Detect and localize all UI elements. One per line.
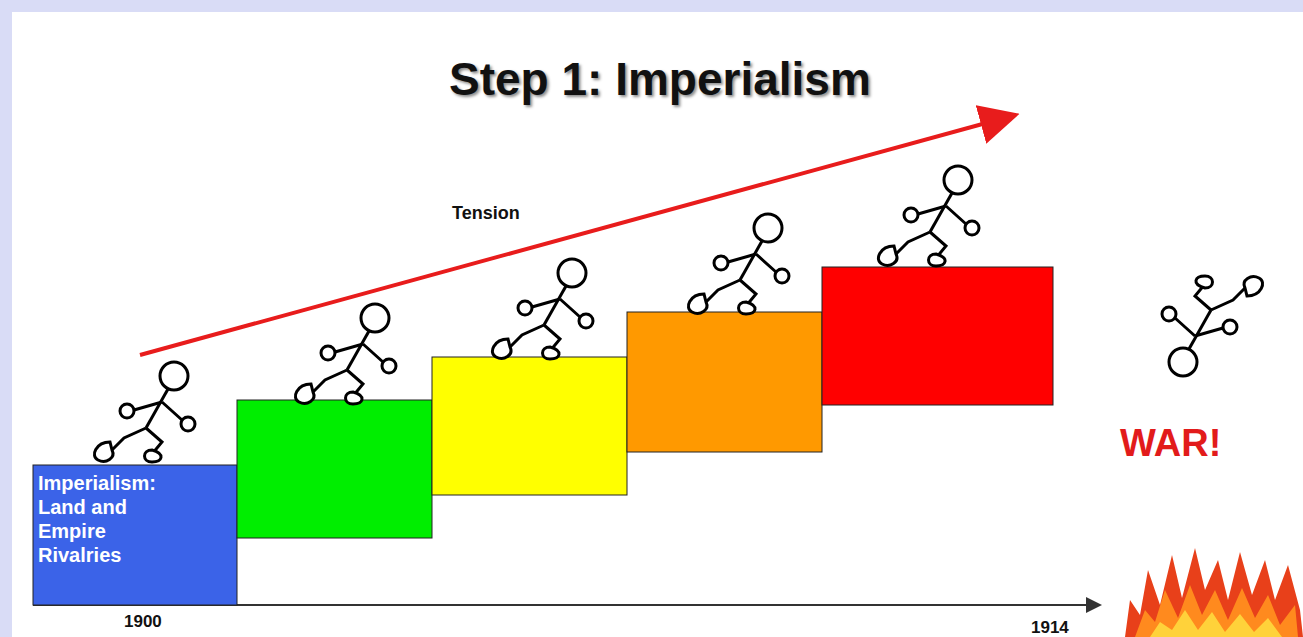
title: Step 1: Imperialism (449, 52, 871, 106)
outcome-label: WAR! (1120, 422, 1221, 465)
step-box: Imperialism: Land and Empire Rivalries (33, 465, 237, 605)
axis-year: 1900 (124, 612, 162, 632)
step-label: Imperialism: Land and Empire Rivalries (38, 471, 184, 567)
arrow-label: Tension (452, 203, 520, 224)
axis-year: 1914 (1031, 618, 1069, 637)
